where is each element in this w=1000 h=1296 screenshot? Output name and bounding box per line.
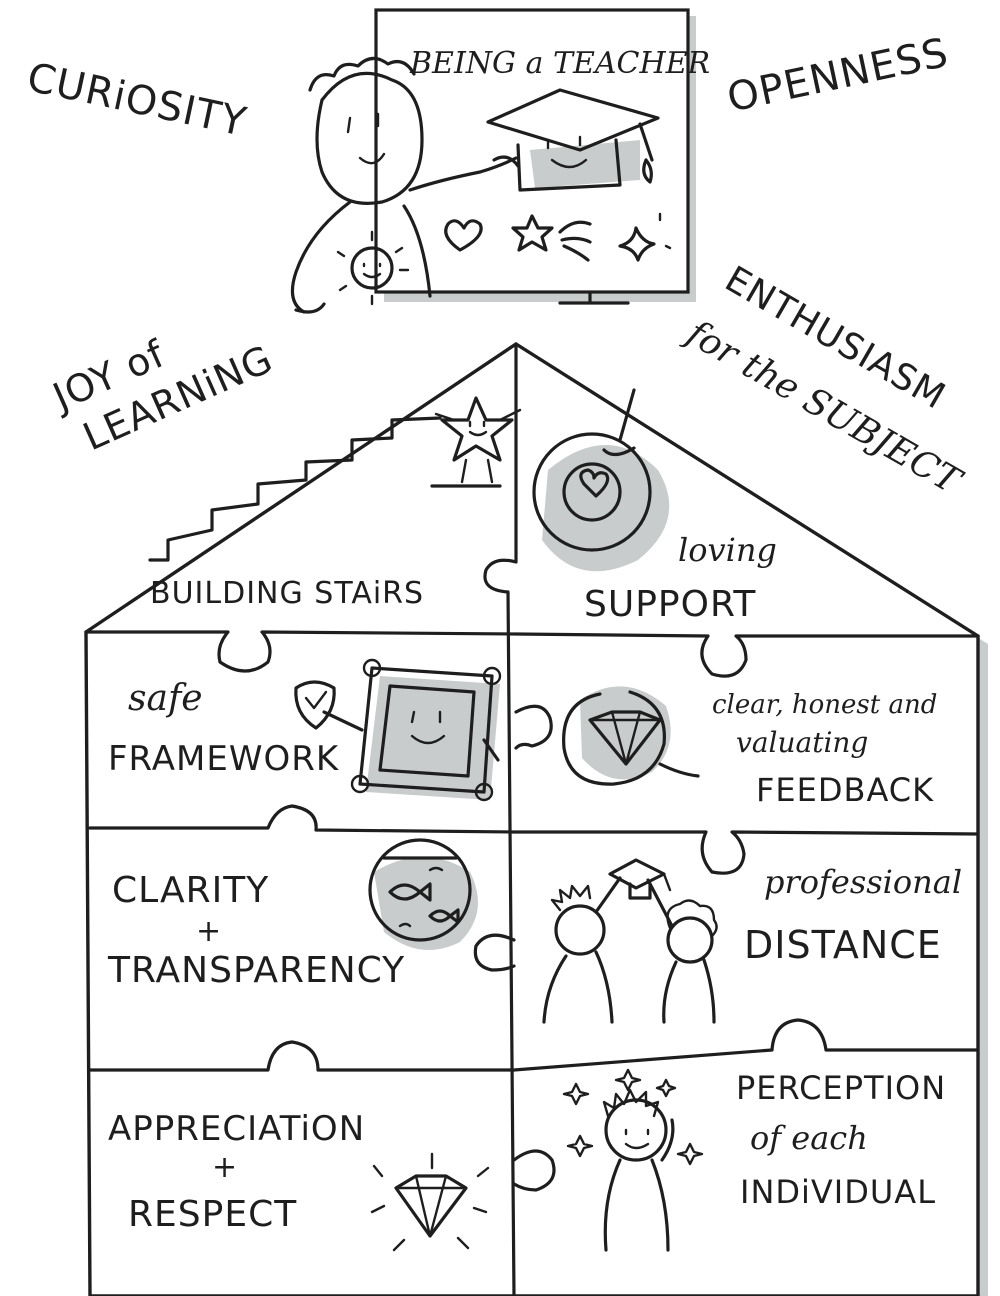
label-clarity-plus: + [196, 914, 223, 949]
label-appreciation: APPRECIATiON [108, 1109, 366, 1149]
label-support: SUPPORT [584, 584, 757, 625]
mortarboard-icon [486, 88, 660, 192]
sparkle-icon [618, 212, 672, 262]
star-character [434, 396, 522, 484]
house-outline [84, 341, 988, 1296]
fishbowl-icon [368, 838, 478, 950]
label-respect: RESPECT [128, 1194, 298, 1235]
label-building-stairs: BUILDING STAiRS [150, 576, 425, 611]
label-professional: professional [764, 863, 963, 901]
label-feedback-line1: clear, honest and [712, 690, 938, 720]
shield-icon [294, 680, 336, 730]
label-clarity: CLARITY [112, 870, 270, 911]
label-perception: PERCEPTION [736, 1069, 947, 1107]
person-icon [562, 1068, 704, 1252]
frame-character [322, 658, 502, 802]
label-loving: loving [678, 531, 777, 569]
label-distance: DISTANCE [744, 923, 942, 967]
star-icon [511, 214, 592, 262]
sun-icon [336, 230, 410, 306]
label-framework: FRAMEWORK [108, 739, 340, 779]
board-title: BEING a TEACHER [410, 46, 711, 81]
lifebuoy-icon [532, 388, 670, 572]
diamond-icon [562, 686, 700, 786]
label-feedback-line3: FEEDBACK [756, 771, 935, 809]
label-transparency: TRANSPARENCY [108, 950, 406, 991]
label-of-each: of each [750, 1119, 868, 1157]
heart-icon [444, 219, 483, 252]
student-figures [542, 858, 718, 1024]
label-appreciation-plus: + [212, 1150, 239, 1185]
stairs-icon [148, 416, 502, 562]
label-feedback-line2: valuating [736, 726, 869, 759]
label-individual: INDiVIDUAL [740, 1173, 937, 1211]
teacher-figure [290, 56, 520, 314]
label-safe: safe [128, 678, 203, 719]
appreciation-diamond-icon [370, 1152, 490, 1252]
